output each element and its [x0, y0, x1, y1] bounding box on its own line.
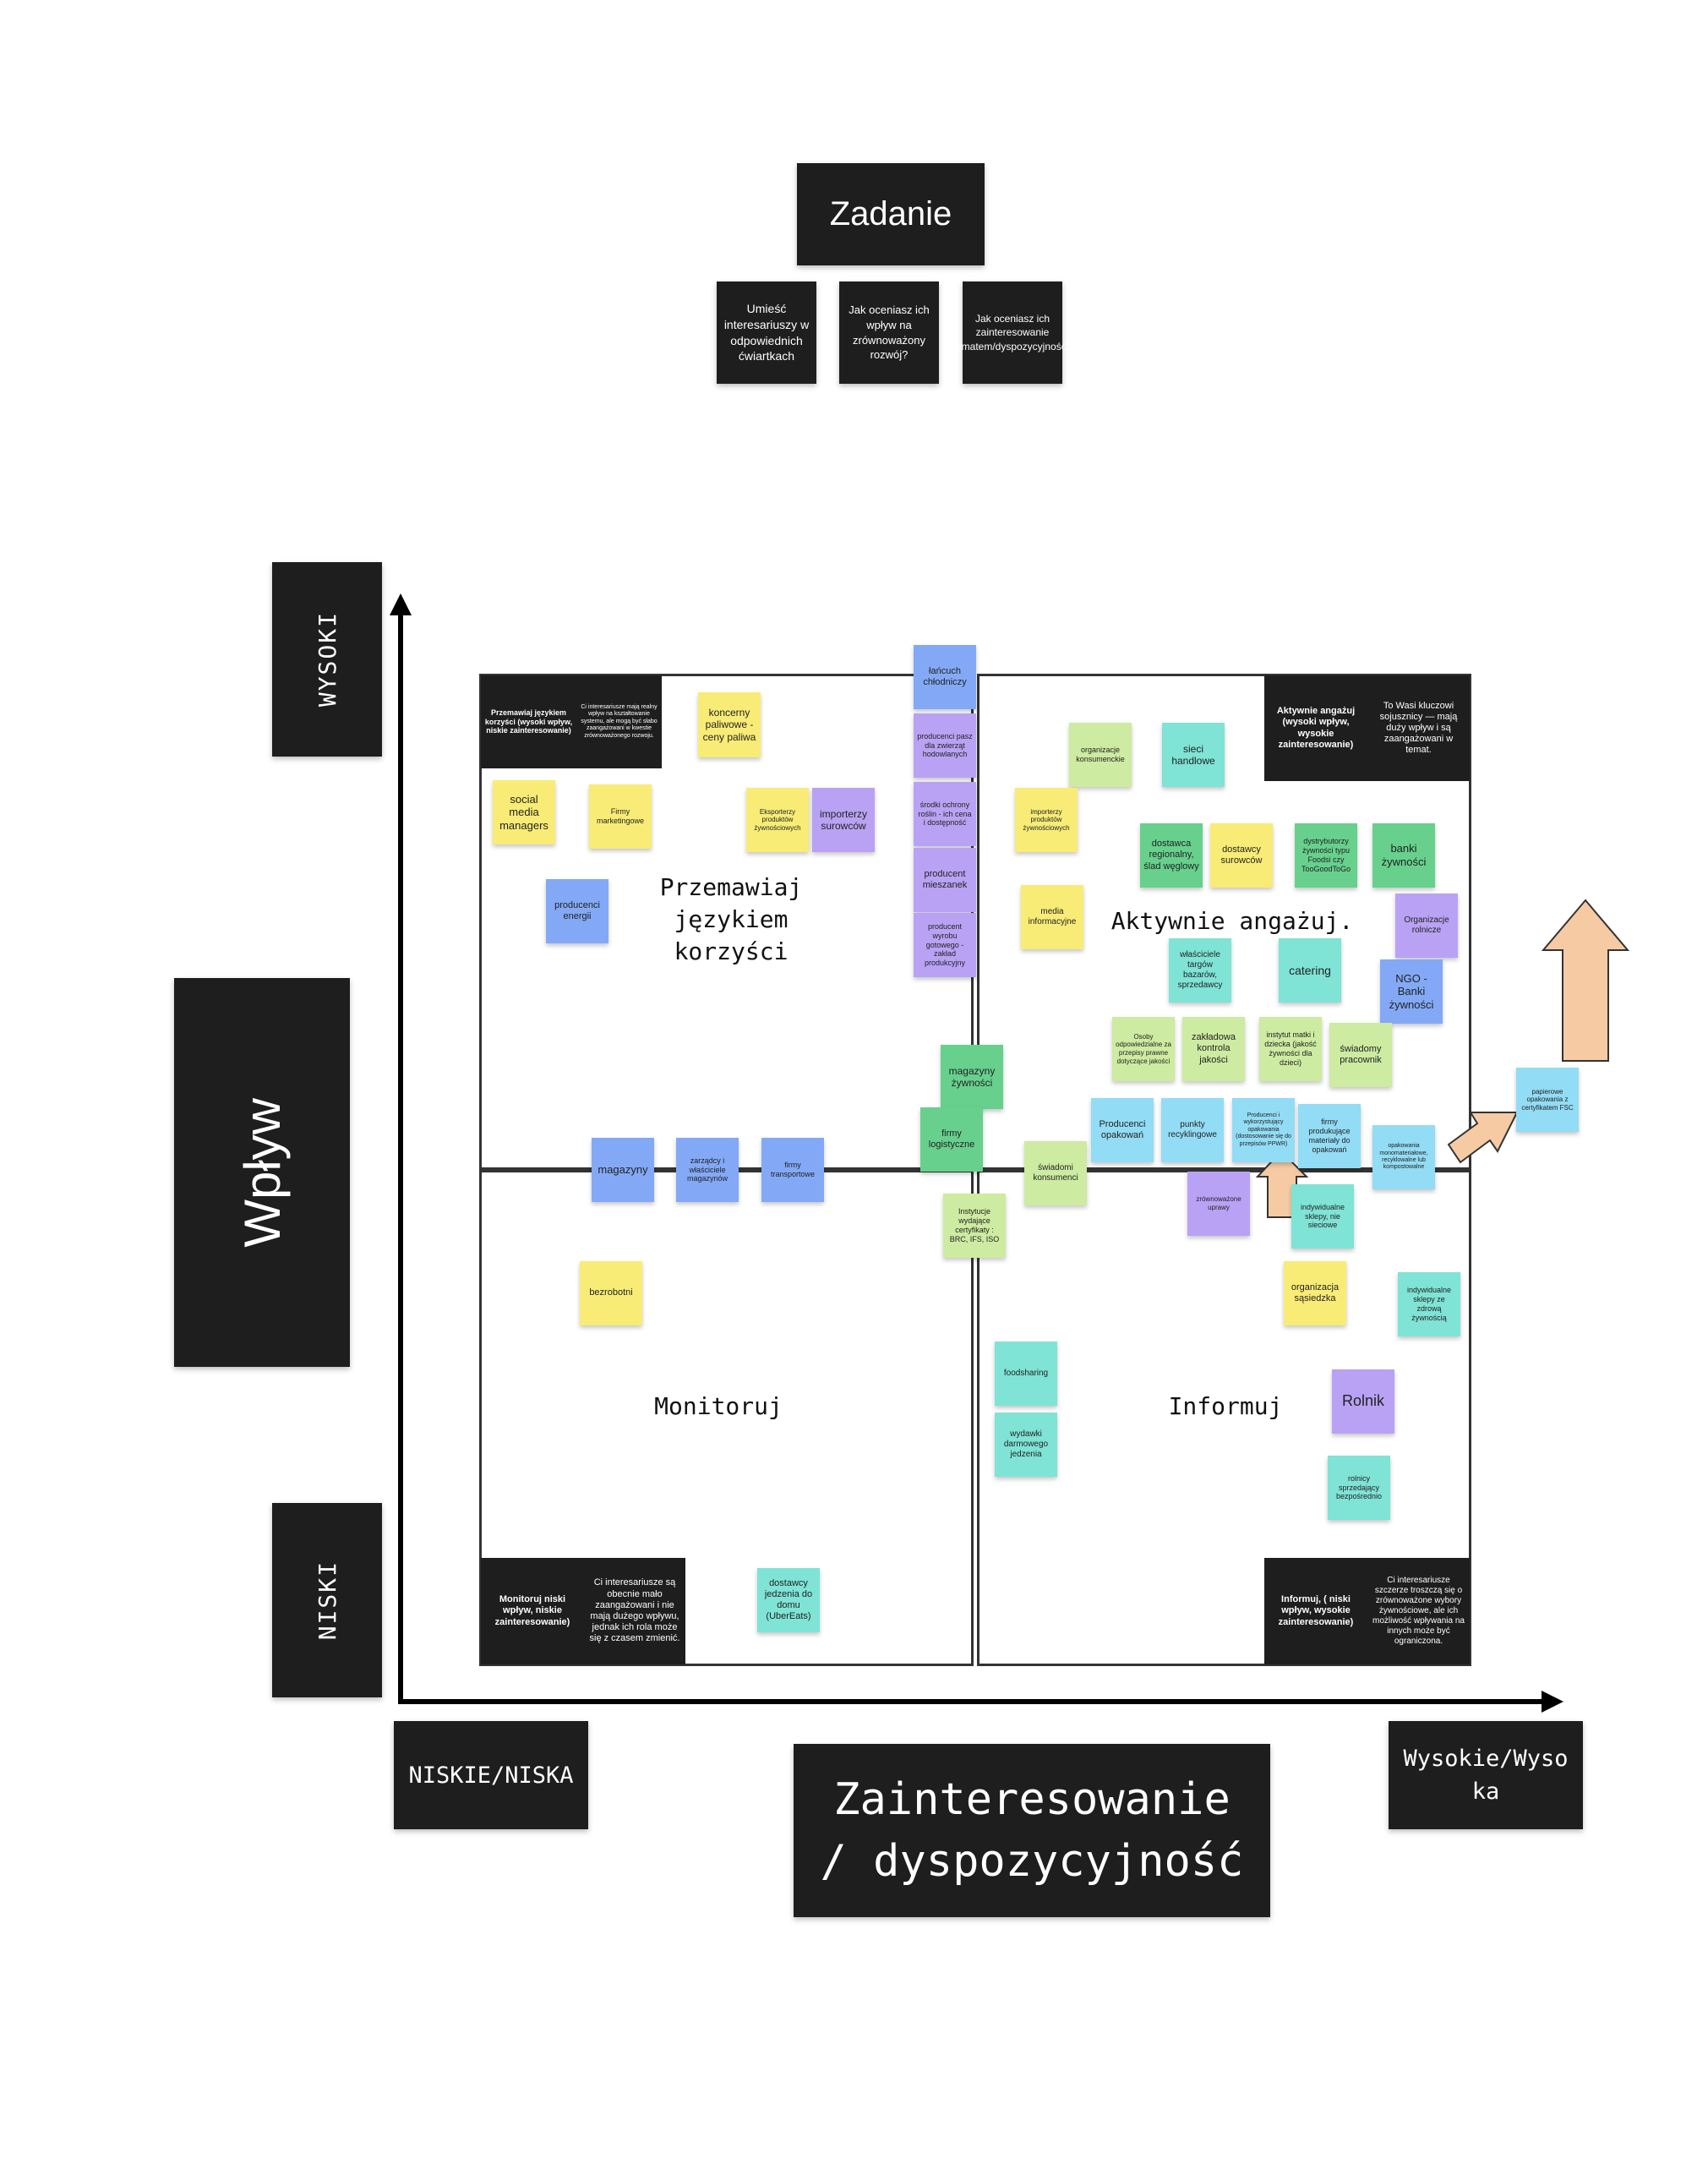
y-axis-arrowhead [390, 593, 412, 615]
sticky-note-firmy-transportowe[interactable]: firmy transportowe [761, 1138, 824, 1202]
sticky-note-organizacje-rolnicze[interactable]: Organizacje rolnicze [1395, 893, 1458, 958]
x-axis-arrowhead [1542, 1691, 1563, 1713]
corner-bottom-right-title: Informuj, ( niski wpływ, wysokie zainter… [1264, 1558, 1367, 1664]
sticky-note-firmy-materialy[interactable]: firmy produkujące materiały do opakowań [1298, 1104, 1361, 1168]
y-high-label-text: WYSOKI [313, 611, 341, 708]
sticky-note-papierowe-opakowania[interactable]: papierowe opakowania z certyfikatem FSC [1516, 1068, 1579, 1132]
sticky-note-instytut-matki[interactable]: instytut matki i dziecka (jakość żywnośc… [1259, 1017, 1322, 1081]
sticky-note-srodki-ochrony[interactable]: środki ochrony roślin - ich cena i dostę… [914, 782, 976, 846]
corner-top-left-desc: Ci interesariusze mają realny wpływ na k… [576, 675, 662, 768]
y-high-label: WYSOKI [272, 562, 382, 757]
sticky-note-producenci-opakowan[interactable]: Producenci opakowań [1091, 1098, 1154, 1162]
x-axis-title-text: Zainteresowanie / dyspozycyjność [820, 1773, 1244, 1887]
sticky-note-koncerny-paliwowe[interactable]: koncerny paliwowe - ceny paliwa [698, 692, 761, 757]
task-card-2: Jak oceniasz ich wpływ na zrównoważony r… [839, 281, 939, 384]
sticky-note-media-informacyjne[interactable]: media informacyjne [1021, 885, 1083, 949]
sticky-note-wydawki-jedzenia[interactable]: wydawki darmowego jedzenia [995, 1413, 1057, 1477]
task-title: Zadanie [797, 163, 985, 265]
sticky-note-firmy-marketingowe[interactable]: Firmy marketingowe [589, 784, 652, 849]
task-card-1: Umieść interesariuszy w odpowiednich ćwi… [717, 281, 816, 384]
sticky-note-punkty-recyklingowe[interactable]: punkty recyklingowe [1161, 1098, 1224, 1162]
sticky-note-foodsharing[interactable]: foodsharing [995, 1342, 1057, 1406]
sticky-note-indywidualne-sklepy[interactable]: indywidualne sklepy, nie sieciowe [1291, 1184, 1354, 1249]
sticky-note-producent-wyrobu[interactable]: producent wyrobu gotowego - zakład produ… [914, 913, 976, 977]
sticky-note-swiadomy-pracownik[interactable]: świadomy pracownik [1329, 1023, 1392, 1087]
x-low-label-text: NISKIE/NISKA [408, 1762, 574, 1789]
quadrant-label-bottom-right: Informuj [1168, 1392, 1283, 1420]
y-axis-title: Wpływ [174, 978, 350, 1367]
task-card-3-text: Jak oceniasz ich zainteresowanie tematem… [952, 313, 1072, 352]
task-title-text: Zadanie [829, 195, 952, 232]
corner-top-right: Aktywnie angażuj (wysoki wpływ, wysokie … [1264, 675, 1470, 781]
sticky-note-organizacja-sasiedzka[interactable]: organizacja sąsiedzka [1284, 1261, 1346, 1325]
y-low-label: NISKI [272, 1503, 382, 1697]
sticky-note-zarzadcy-magazynow[interactable]: zarządcy i właściciele magazynów [676, 1138, 739, 1202]
sticky-note-swiadomi-konsumenci[interactable]: świadomi konsumenci [1024, 1141, 1087, 1205]
sticky-note-zrownowazone-uprawy[interactable]: zrównoważone uprawy [1187, 1172, 1250, 1236]
sticky-note-firmy-logistyczne[interactable]: firmy logistyczne [920, 1107, 983, 1172]
sticky-note-importerzy-produktow[interactable]: importerzy produktów żywnościowych [1015, 788, 1078, 852]
quadrant-label-bottom-left: Monitoruj [654, 1392, 783, 1420]
sticky-note-dystrybutorzy-zywnosci[interactable]: dystrybutorzy żywności typu Foodsi czy T… [1295, 823, 1357, 888]
quadrant-label-top-left: Przemawiaj językiem korzyści [659, 873, 803, 965]
sticky-note-organizacje-konsumenckie[interactable]: organizacje konsumenckie [1069, 723, 1132, 787]
x-high-label: Wysokie/Wysoka [1389, 1721, 1583, 1829]
sticky-note-producenci-pasz[interactable]: producenci pasz dla zwierząt hodowlanych [914, 713, 976, 778]
sticky-note-dostawca-regionalny[interactable]: dostawca regionalny, ślad węglowy [1140, 823, 1203, 888]
sticky-note-rolnik[interactable]: Rolnik [1332, 1369, 1394, 1434]
corner-bottom-left-desc: Ci interesariusze są obecnie mało zaanga… [584, 1558, 685, 1664]
sticky-note-instytucje-certyfikaty[interactable]: Instytucje wydające certyfikaty : BRC, I… [943, 1194, 1006, 1258]
sticky-note-dostawcy-jedzenia[interactable]: dostawcy jedzenia do domu (UberEats) [757, 1568, 820, 1632]
x-axis-title: Zainteresowanie / dyspozycyjność [794, 1744, 1270, 1917]
sticky-note-wlasciciele-targow[interactable]: właściciele targów bazarów, sprzedawcy [1169, 938, 1231, 1003]
sticky-note-importerzy-surowcow[interactable]: importerzy surowców [812, 788, 875, 852]
up-arrow-large-icon [1541, 899, 1630, 1062]
task-card-2-text: Jak oceniasz ich wpływ na zrównoważony r… [849, 303, 930, 362]
sticky-note-producenci-wykorzystujacy[interactable]: Producenci i wykorzystujący opakowania (… [1232, 1098, 1295, 1162]
corner-top-left-title: Przemawiaj językiem korzyści (wysoki wpł… [481, 675, 576, 768]
sticky-note-zakladowa-kontrola[interactable]: zakładowa kontrola jakości [1182, 1017, 1245, 1081]
sticky-note-producent-mieszanek[interactable]: producent mieszanek [914, 848, 976, 912]
sticky-note-osoby-odpowiedzialne[interactable]: Osoby odpowiedzialne za przepisy prawne … [1112, 1017, 1175, 1081]
y-low-label-text: NISKI [313, 1560, 341, 1641]
sticky-note-opakowania-mono[interactable]: opakowania monomateriałowe, recyklowalne… [1372, 1125, 1435, 1189]
sticky-note-sklepy-zdrowa-zywnosc[interactable]: indywidualne sklepy ze zdrową żywnością [1398, 1272, 1460, 1336]
sticky-note-magazyny[interactable]: magazyny [592, 1138, 654, 1202]
sticky-note-sieci-handlowe[interactable]: sieci handlowe [1162, 723, 1225, 787]
sticky-note-catering[interactable]: catering [1279, 938, 1341, 1003]
corner-top-right-title: Aktywnie angażuj (wysoki wpływ, wysokie … [1264, 675, 1367, 781]
corner-bottom-left-title: Monitoruj niski wpływ, niskie zaintereso… [481, 1558, 584, 1664]
x-high-label-text: Wysokie/Wysoka [1403, 1745, 1569, 1805]
corner-bottom-right-desc: Ci interesariusze szczerze troszczą się … [1367, 1558, 1470, 1664]
sticky-note-lancuch-chlodniczy[interactable]: łańcuch chłodniczy [914, 645, 976, 709]
sticky-note-ngo-banki[interactable]: NGO - Banki żywności [1380, 959, 1443, 1024]
sticky-note-social-media[interactable]: social media managers [493, 780, 555, 844]
x-low-label: NISKIE/NISKA [394, 1721, 588, 1829]
sticky-note-producenci-energii[interactable]: producenci energii [546, 879, 608, 943]
corner-top-left: Przemawiaj językiem korzyści (wysoki wpł… [481, 675, 662, 768]
task-card-1-text: Umieść interesariuszy w odpowiednich ćwi… [723, 301, 810, 363]
corner-bottom-right: Informuj, ( niski wpływ, wysokie zainter… [1264, 1558, 1470, 1664]
sticky-note-banki-zywnosci[interactable]: banki żywności [1372, 823, 1435, 888]
corner-top-right-desc: To Wasi kluczowi sojusznicy — mają duży … [1367, 675, 1470, 781]
sticky-note-eksporterzy[interactable]: Eksporterzy produktów żywnościowych [746, 788, 809, 852]
corner-bottom-left: Monitoruj niski wpływ, niskie zaintereso… [481, 1558, 685, 1664]
sticky-note-bezrobotni[interactable]: bezrobotni [580, 1261, 642, 1325]
quadrant-label-top-right: Aktywnie angażuj. [1110, 907, 1354, 935]
sticky-note-rolnicy-sprzedajacy[interactable]: rolnicy sprzedający bezpośrednio [1328, 1456, 1390, 1520]
sticky-note-magazyny-zywnosci[interactable]: magazyny żywności [941, 1045, 1003, 1109]
task-card-3: Jak oceniasz ich zainteresowanie tematem… [953, 281, 1072, 384]
y-axis-title-text: Wpływ [233, 1097, 291, 1248]
sticky-note-dostawcy-surowcow[interactable]: dostawcy surowców [1210, 823, 1273, 888]
